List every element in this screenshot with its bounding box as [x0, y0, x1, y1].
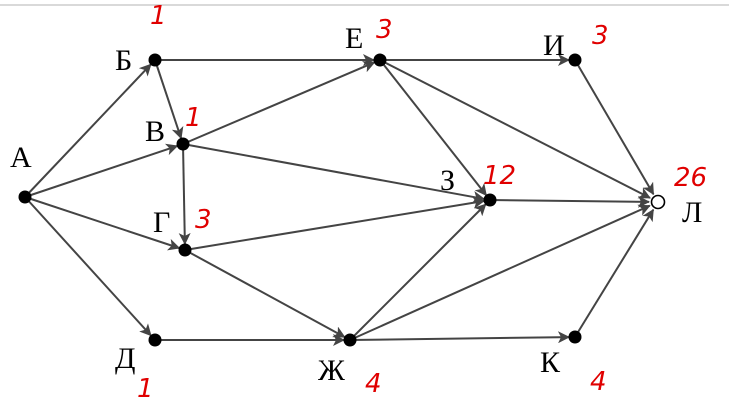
- edge-z-to-l: [489, 195, 651, 208]
- path-count-z: 12: [483, 161, 516, 191]
- node-l: [650, 194, 666, 210]
- edge-v-to-g: [178, 143, 191, 246]
- edge-zh-to-z: [349, 203, 487, 341]
- node-label-a: А: [10, 141, 32, 174]
- top-divider: [0, 4, 729, 6]
- edges-layer: [24, 54, 655, 346]
- path-count-i: 3: [592, 21, 609, 51]
- node-z: [483, 193, 497, 207]
- node-label-i: И: [543, 29, 565, 62]
- node-label-g: Г: [153, 206, 170, 239]
- edge-zh-to-k: [349, 331, 571, 344]
- node-zh: [343, 333, 357, 347]
- edge-a-to-g: [24, 196, 181, 251]
- node-label-l: Л: [682, 196, 702, 229]
- path-count-e: 3: [376, 15, 393, 45]
- node-k: [568, 330, 582, 344]
- path-count-v: 1: [185, 103, 202, 133]
- node-d: [148, 333, 162, 347]
- path-counts-layer: 1 1 3 1 3 4 12 3 4 26: [137, 1, 707, 404]
- nodes-layer: [18, 53, 666, 347]
- path-count-g: 3: [195, 205, 212, 235]
- edge-a-to-b: [24, 63, 152, 198]
- node-v: [176, 137, 190, 151]
- path-count-b: 1: [150, 1, 167, 31]
- node-e: [373, 53, 387, 67]
- path-count-k: 4: [590, 367, 607, 397]
- edge-zh-to-l: [349, 204, 651, 341]
- edge-a-to-v: [24, 143, 179, 198]
- edge-k-to-l: [574, 208, 655, 338]
- node-label-v: В: [145, 115, 165, 148]
- edge-g-to-z: [184, 196, 486, 251]
- edge-e-to-z: [379, 59, 488, 197]
- node-a: [18, 190, 32, 204]
- node-g: [178, 243, 192, 257]
- path-count-l: 26: [674, 163, 707, 193]
- node-label-zh: Ж: [318, 354, 345, 387]
- path-count-d: 1: [137, 374, 154, 404]
- edge-e-to-l: [379, 59, 651, 199]
- edge-v-to-z: [182, 143, 486, 203]
- edge-v-to-e: [182, 61, 376, 145]
- path-count-zh: 4: [365, 369, 382, 399]
- node-label-e: Е: [345, 22, 363, 55]
- labels-layer: А Б В Г Д Е Ж З И К Л: [10, 22, 702, 387]
- node-b: [148, 53, 162, 67]
- edge-g-to-zh: [184, 249, 346, 339]
- node-i: [568, 53, 582, 67]
- node-label-b: Б: [115, 44, 132, 77]
- edge-a-to-d: [24, 196, 152, 337]
- node-label-d: Д: [115, 342, 135, 375]
- node-label-z: З: [440, 164, 455, 197]
- edge-i-to-l: [574, 59, 655, 196]
- node-label-k: К: [540, 346, 561, 379]
- edge-b-to-v: [154, 59, 184, 140]
